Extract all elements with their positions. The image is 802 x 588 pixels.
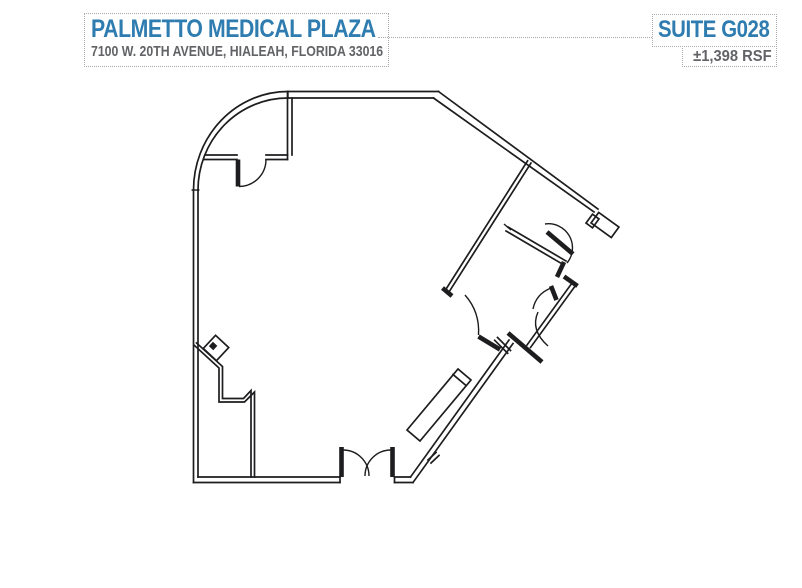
equipment-box [202,334,230,362]
counter-millwork [405,367,473,465]
exterior-walls [191,90,600,484]
double-door [339,447,395,477]
suite-number: SUITE G028 [658,16,770,43]
building-address: 7100 W. 20TH AVENUE, HIALEAH, FLORIDA 33… [91,43,384,60]
interior-door-2 [532,285,559,347]
suite-label-box: SUITE G028 [652,14,777,47]
dotted-leader-line [378,37,652,38]
interior-wall-b [504,225,568,278]
building-name: PALMETTO MEDICAL PLAZA [91,15,376,43]
suite-area: ±1,398 RSF [693,48,772,65]
closet-partition [193,341,256,478]
interior-door-1 [464,294,512,355]
suite-area-box: ±1,398 RSF [682,46,777,67]
entry-door [544,211,621,264]
interior-wall-a [441,159,533,298]
top-left-room [203,90,293,188]
building-header-box: PALMETTO MEDICAL PLAZA 7100 W. 20TH AVEN… [84,13,389,67]
